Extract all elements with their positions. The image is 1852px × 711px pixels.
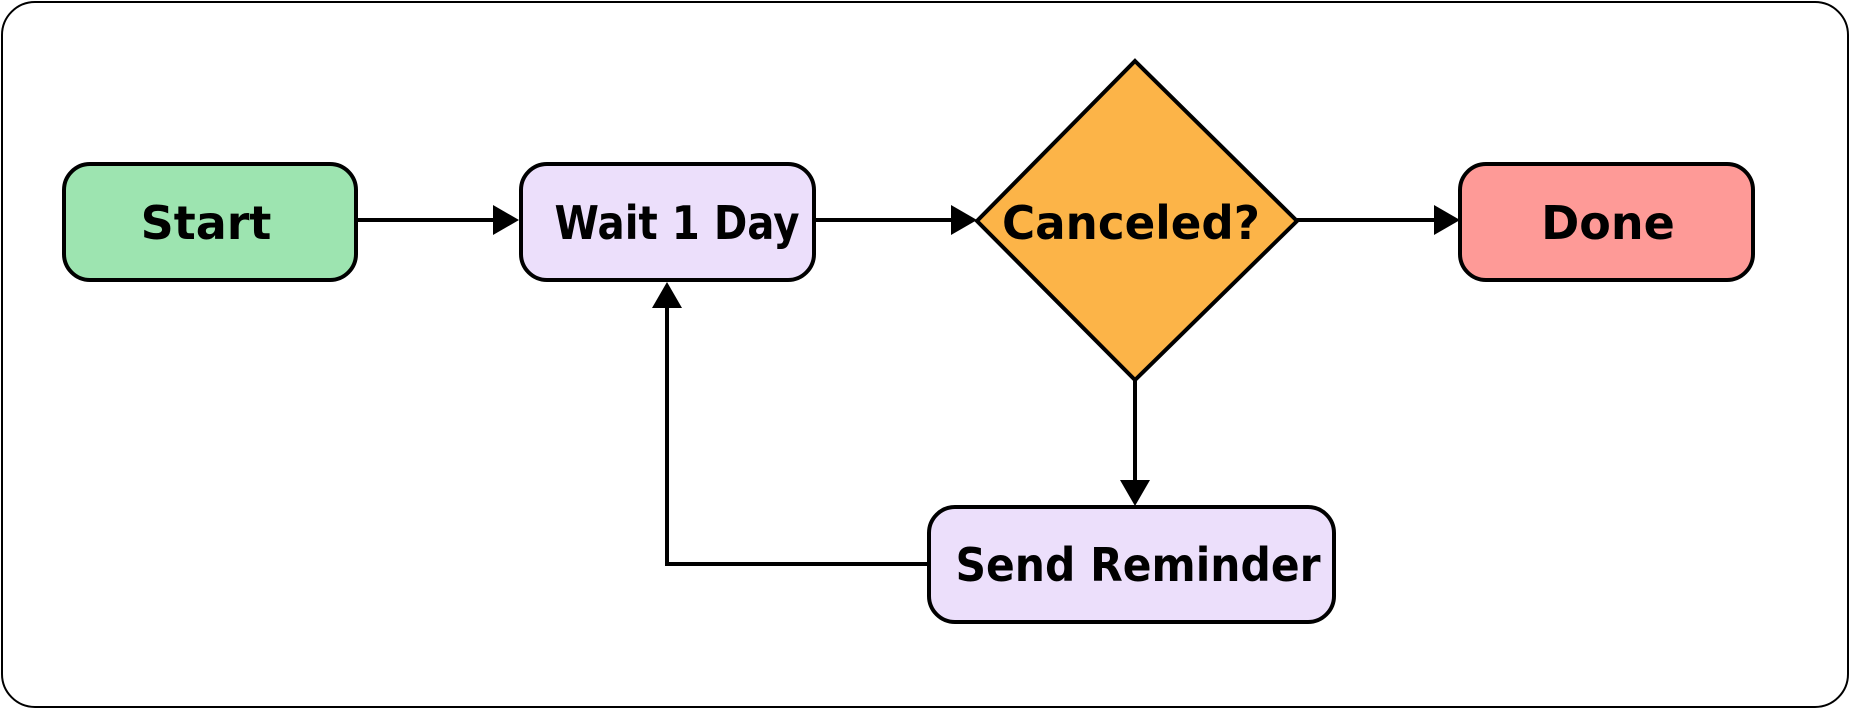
node-wait-1-day: Wait 1 Day	[519, 162, 816, 282]
node-wait-shape	[519, 162, 816, 282]
node-start-shape	[62, 162, 358, 282]
node-decision-label: Canceled?	[1002, 196, 1260, 250]
node-decision-shape	[974, 58, 1300, 383]
node-decision-canceled: Canceled?	[974, 58, 1300, 383]
node-done-label: Done	[1541, 196, 1675, 250]
edges	[356, 205, 1460, 566]
edge-reminder-to-wait	[665, 308, 929, 566]
node-done: Done	[1458, 162, 1755, 282]
node-reminder-shape	[927, 505, 1336, 624]
arrowhead-into-decision	[951, 205, 977, 235]
node-wait-label: Wait 1 Day	[555, 196, 800, 250]
node-done-shape	[1458, 162, 1755, 282]
node-start-label: Start	[141, 196, 272, 250]
arrowhead-into-reminder	[1120, 480, 1150, 506]
arrowhead-into-done	[1434, 205, 1460, 235]
node-send-reminder: Send Reminder	[927, 505, 1336, 624]
arrowhead-into-wait	[493, 205, 519, 235]
node-reminder-label: Send Reminder	[956, 538, 1321, 592]
node-start: Start	[62, 162, 358, 282]
arrowhead-into-wait-from-below	[652, 282, 682, 308]
